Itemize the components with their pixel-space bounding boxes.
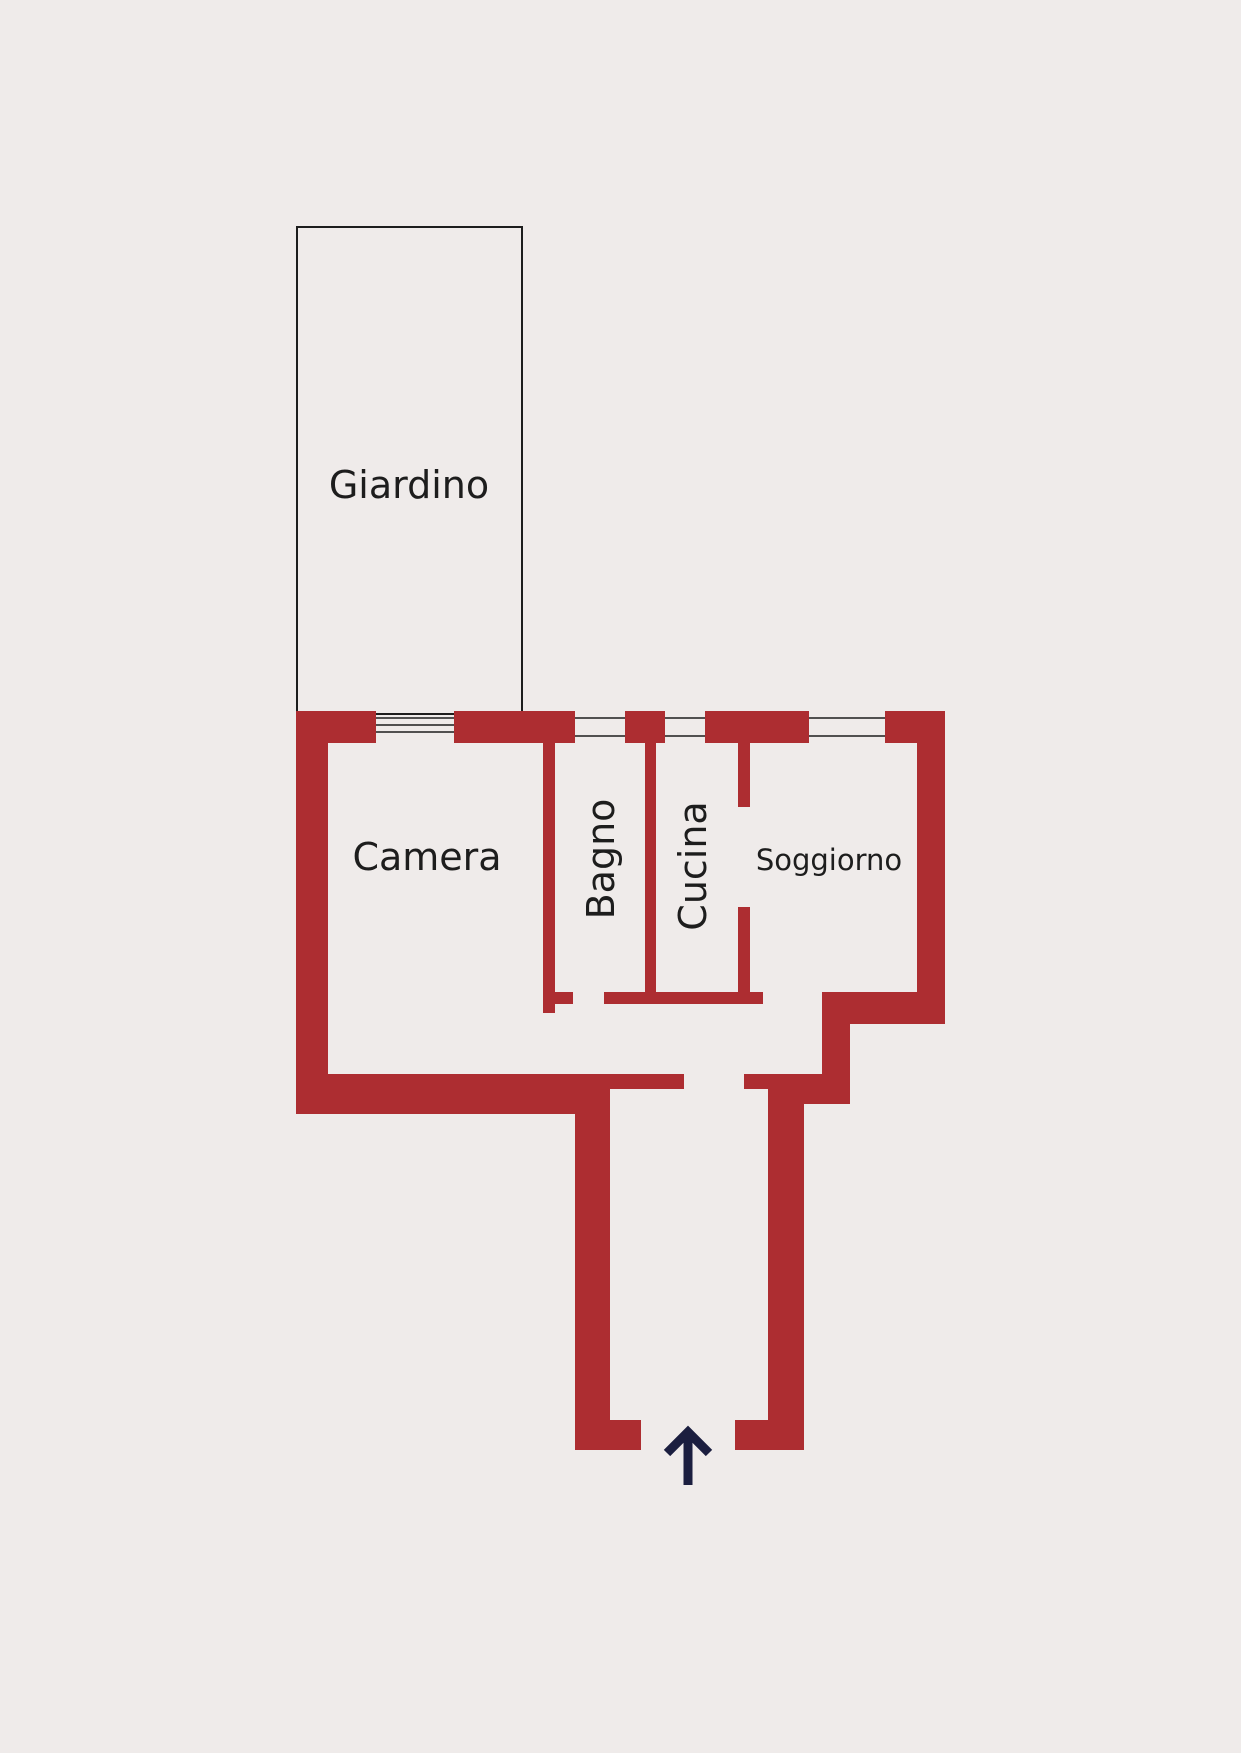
wall-cucina-soggiorno-bottom [738,907,750,997]
wall-top-right-center [705,711,809,743]
room-label-camera: Camera [352,835,501,879]
wall-hall-left [608,1074,684,1089]
room-label-cucina: Cucina [671,801,715,930]
room-label-bagno: Bagno [579,799,623,920]
wall-top-pillar [625,711,665,743]
wall-entrance-left [575,1420,641,1450]
room-label-giardino: Giardino [329,463,489,507]
wall-corridor-right [768,1088,804,1450]
garden-outline [296,226,523,715]
wall-right-step-vertical [822,992,850,1104]
wall-entrance-right [735,1420,804,1450]
room-label-soggiorno: Soggiorno [756,843,902,877]
wall-left [296,711,328,1114]
arrow-up-icon [663,1425,713,1485]
wall-corridor-left [575,1074,610,1450]
wall-bagno-cucina [645,743,656,993]
wall-cucina-soggiorno-top [738,743,750,807]
wall-service-bottom [604,992,763,1004]
wall-camera-bagno [543,743,555,1013]
wall-camera-bagno-foot [543,992,573,1004]
walls [296,711,945,1450]
wall-top-center [454,711,575,743]
wall-right [917,711,945,1024]
wall-bottom-left [296,1074,610,1114]
